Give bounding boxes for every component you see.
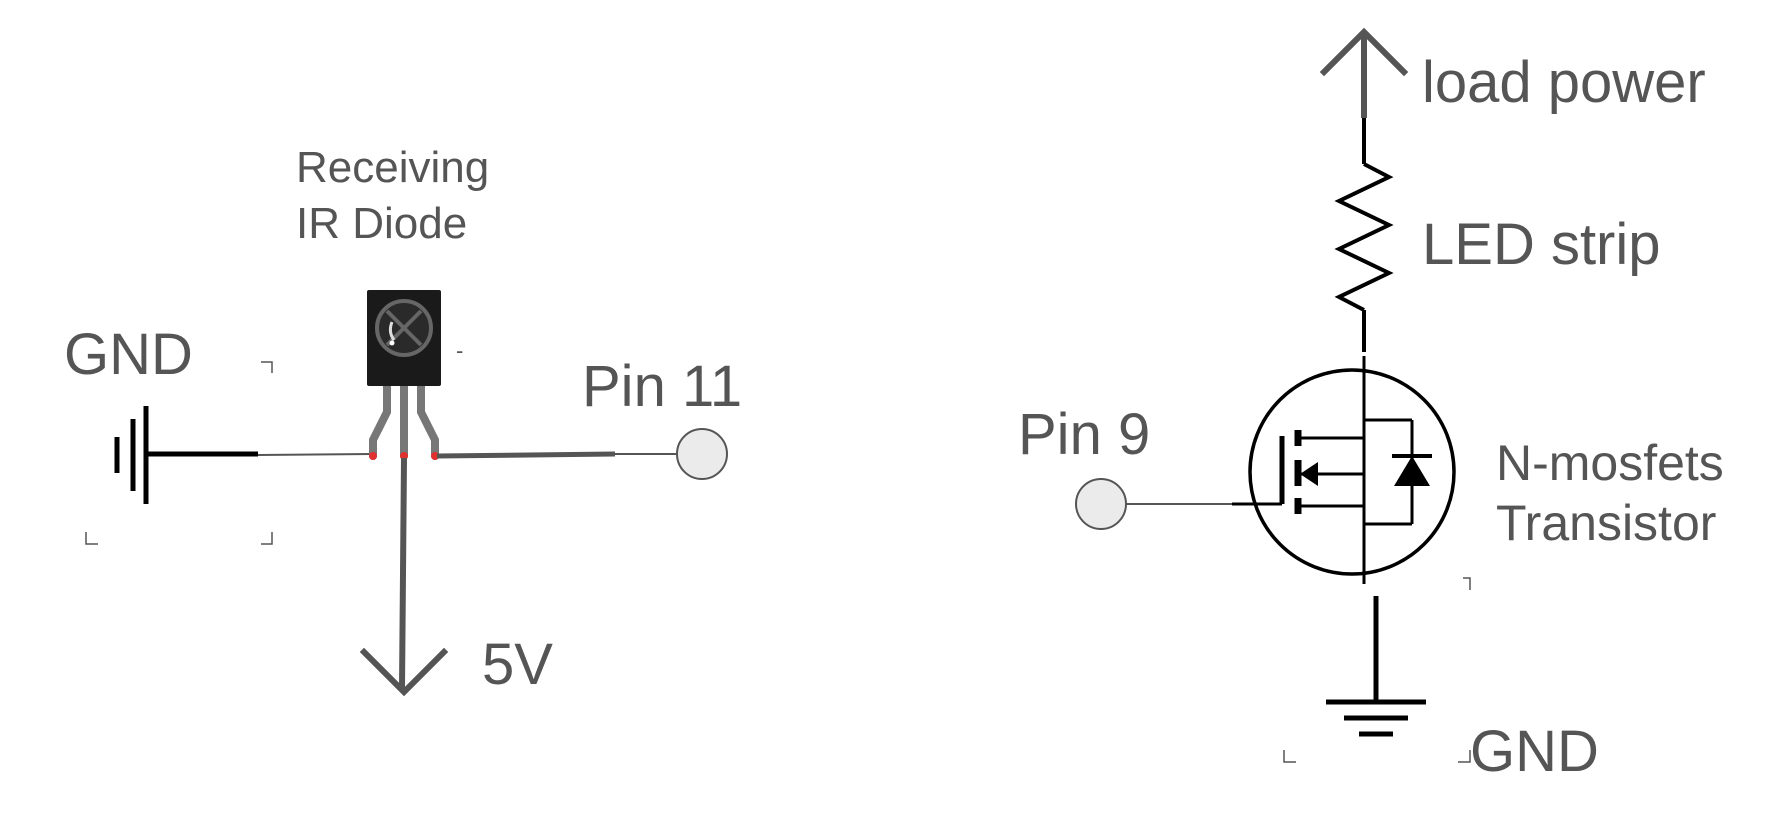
sensor-mark: -	[456, 338, 463, 363]
mosfet-symbol	[1232, 356, 1456, 584]
pin11-label: Pin 11	[582, 354, 742, 419]
wire-gnd-to-sensor	[257, 453, 373, 456]
led-strip-label: LED strip	[1422, 212, 1661, 277]
sensor-label-line2: IR Diode	[296, 199, 467, 248]
pin9-terminal	[1075, 478, 1127, 530]
pin11-terminal	[676, 428, 728, 480]
ir-receiver-circuit: GND Receiving IR Diode	[64, 143, 742, 697]
wire-sensor-to-pin11	[436, 451, 616, 459]
ground-symbol-right	[1326, 699, 1426, 737]
gnd-label-left: GND	[64, 322, 193, 387]
supply-arrow-5v-icon	[359, 647, 449, 697]
load-power-label: load power	[1422, 50, 1706, 115]
sensor-label-line1: Receiving	[296, 143, 489, 192]
ir-receiver-sensor	[367, 290, 441, 460]
gnd-label-right: GND	[1470, 719, 1599, 784]
led-strip-resistor-symbol	[1334, 162, 1394, 312]
pin9-label: Pin 9	[1018, 402, 1150, 467]
wire-sensor-to-5v	[399, 457, 407, 689]
transistor-label-line2: Transistor	[1496, 495, 1716, 551]
selection-corner-marks	[85, 361, 273, 545]
ground-symbol-left	[114, 406, 258, 504]
transistor-label-line1: N-mosfets	[1496, 435, 1724, 491]
supply-label-5v: 5V	[482, 632, 553, 697]
selection-corner-marks	[1283, 577, 1471, 763]
mosfet-driver-circuit: load power LED strip	[1018, 27, 1724, 784]
solder-dot	[369, 452, 377, 460]
